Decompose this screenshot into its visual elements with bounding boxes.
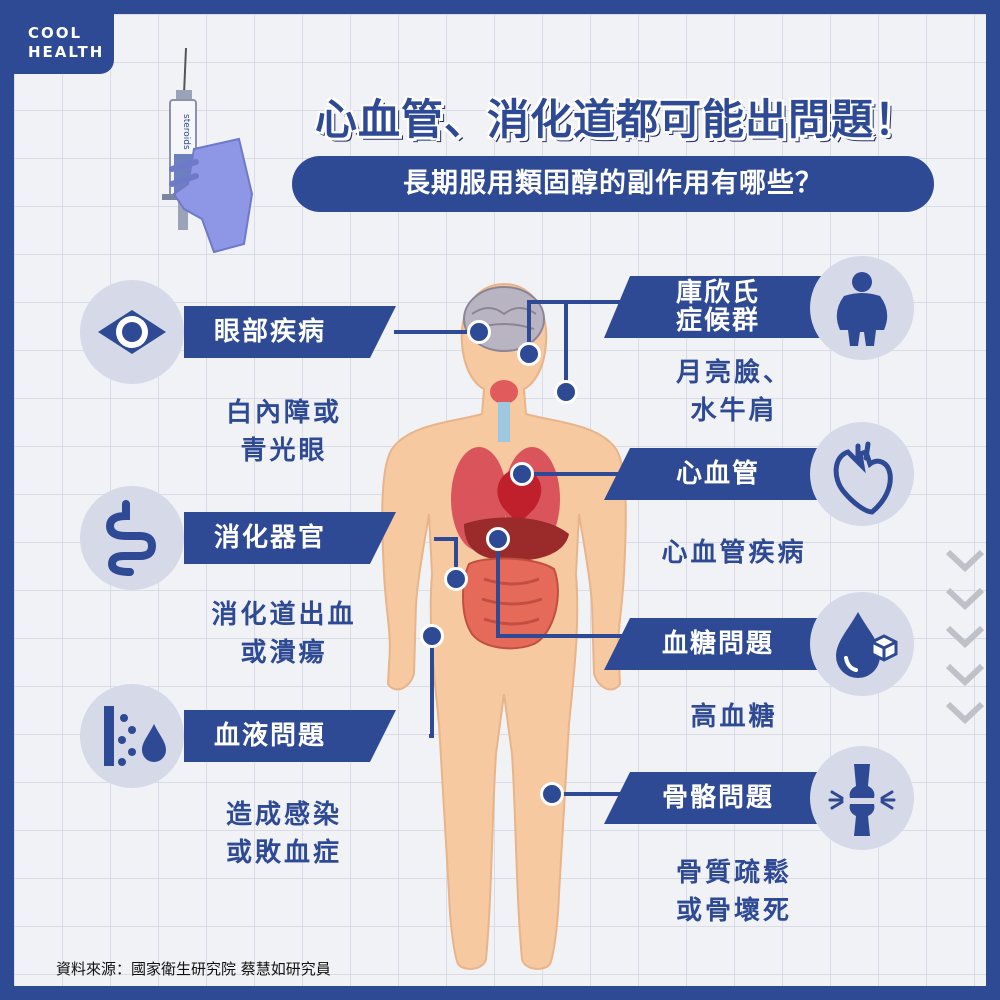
connector-dot-bone xyxy=(540,782,564,806)
desc-blood-line1: 造成感染 xyxy=(225,800,342,830)
blood-sugar-drop-icon-circle xyxy=(810,592,914,696)
desc-digestive-line2: 或潰瘍 xyxy=(240,638,328,668)
label-blood-sugar: 血糖問題 xyxy=(604,618,832,670)
intestine-icon xyxy=(105,500,157,576)
desc-digestive-line1: 消化道出血 xyxy=(211,600,357,630)
label-cardiovascular: 心血管 xyxy=(604,448,832,500)
desc-bone-line2: 或骨壞死 xyxy=(675,896,792,926)
desc-blood-sugar: 高血糖 xyxy=(690,702,778,732)
desc-eye-line2: 青光眼 xyxy=(240,436,328,466)
intestine-icon-circle xyxy=(80,486,184,590)
blood-sugar-drop-icon xyxy=(836,612,898,678)
eye-icon-circle xyxy=(80,280,184,384)
label-bone-problem: 骨骼問題 xyxy=(604,772,832,824)
label-digestive-organ: 消化器官 xyxy=(184,512,396,564)
brand-line1: COOL xyxy=(28,24,83,42)
source-citation: 資料來源：國家衛生研究院 蔡慧如研究員 xyxy=(56,960,331,978)
desc-eye: 白內障或 青光眼 xyxy=(174,394,394,470)
desc-blood: 造成感染 或敗血症 xyxy=(174,796,394,872)
infographic-canvas: COOL HEALTH steroids 心血管、消化道都可能出問題！ 長期服用… xyxy=(14,14,986,986)
brand-line2: HEALTH xyxy=(28,43,105,61)
desc-bone: 骨質疏鬆 或骨壞死 xyxy=(634,854,834,930)
bone-joint-icon-circle xyxy=(810,746,914,850)
connector-dot-heart xyxy=(510,462,534,486)
desc-cushing-line2: 水牛肩 xyxy=(690,396,778,426)
heart-icon-circle xyxy=(810,422,914,526)
chevron-down-decoration xyxy=(945,549,985,725)
label-eye-disease: 眼部疾病 xyxy=(184,306,396,358)
page-title: 心血管、消化道都可能出問題！ xyxy=(314,95,917,144)
label-cushing-line2: 症候群 xyxy=(675,306,760,336)
connector-dot-digestive xyxy=(444,567,468,591)
obese-body-icon-circle xyxy=(810,256,914,360)
connector-dot-blood xyxy=(420,624,444,648)
connector-dot-eye xyxy=(467,320,491,344)
label-cushing-line1: 庫欣氏 xyxy=(675,278,760,308)
label-blood-problem: 血液問題 xyxy=(184,710,396,762)
syringe-hand-illustration: steroids xyxy=(162,47,254,254)
desc-cushing: 月亮臉、 水牛肩 xyxy=(634,354,834,430)
connector-lines xyxy=(394,300,624,796)
label-cushing-syndrome: 庫欣氏 症候群 xyxy=(604,276,832,338)
eye-icon xyxy=(98,310,166,354)
desc-digestive: 消化道出血 或潰瘍 xyxy=(174,596,394,672)
human-body-illustration xyxy=(381,282,627,970)
page-subtitle: 長期服用類固醇的副作用有哪些？ xyxy=(292,156,934,212)
connector-dot-sugar xyxy=(486,527,510,551)
desc-bone-line1: 骨質疏鬆 xyxy=(675,858,792,888)
desc-blood-line2: 或敗血症 xyxy=(225,838,342,868)
heart-icon xyxy=(833,441,893,515)
bone-joint-icon xyxy=(828,764,896,836)
desc-cardiovascular: 心血管疾病 xyxy=(661,538,807,568)
brand-logo: COOL HEALTH xyxy=(14,14,114,74)
obese-body-icon xyxy=(836,272,888,346)
syringe-label: steroids xyxy=(181,114,191,150)
blood-vessel-icon-circle xyxy=(80,684,184,788)
connector-dot-cushing-1 xyxy=(517,342,541,366)
connector-dot-cushing-2 xyxy=(554,380,578,404)
desc-eye-line1: 白內障或 xyxy=(225,398,342,428)
blood-vessel-icon xyxy=(104,706,166,766)
desc-cushing-line1: 月亮臉、 xyxy=(675,358,792,388)
